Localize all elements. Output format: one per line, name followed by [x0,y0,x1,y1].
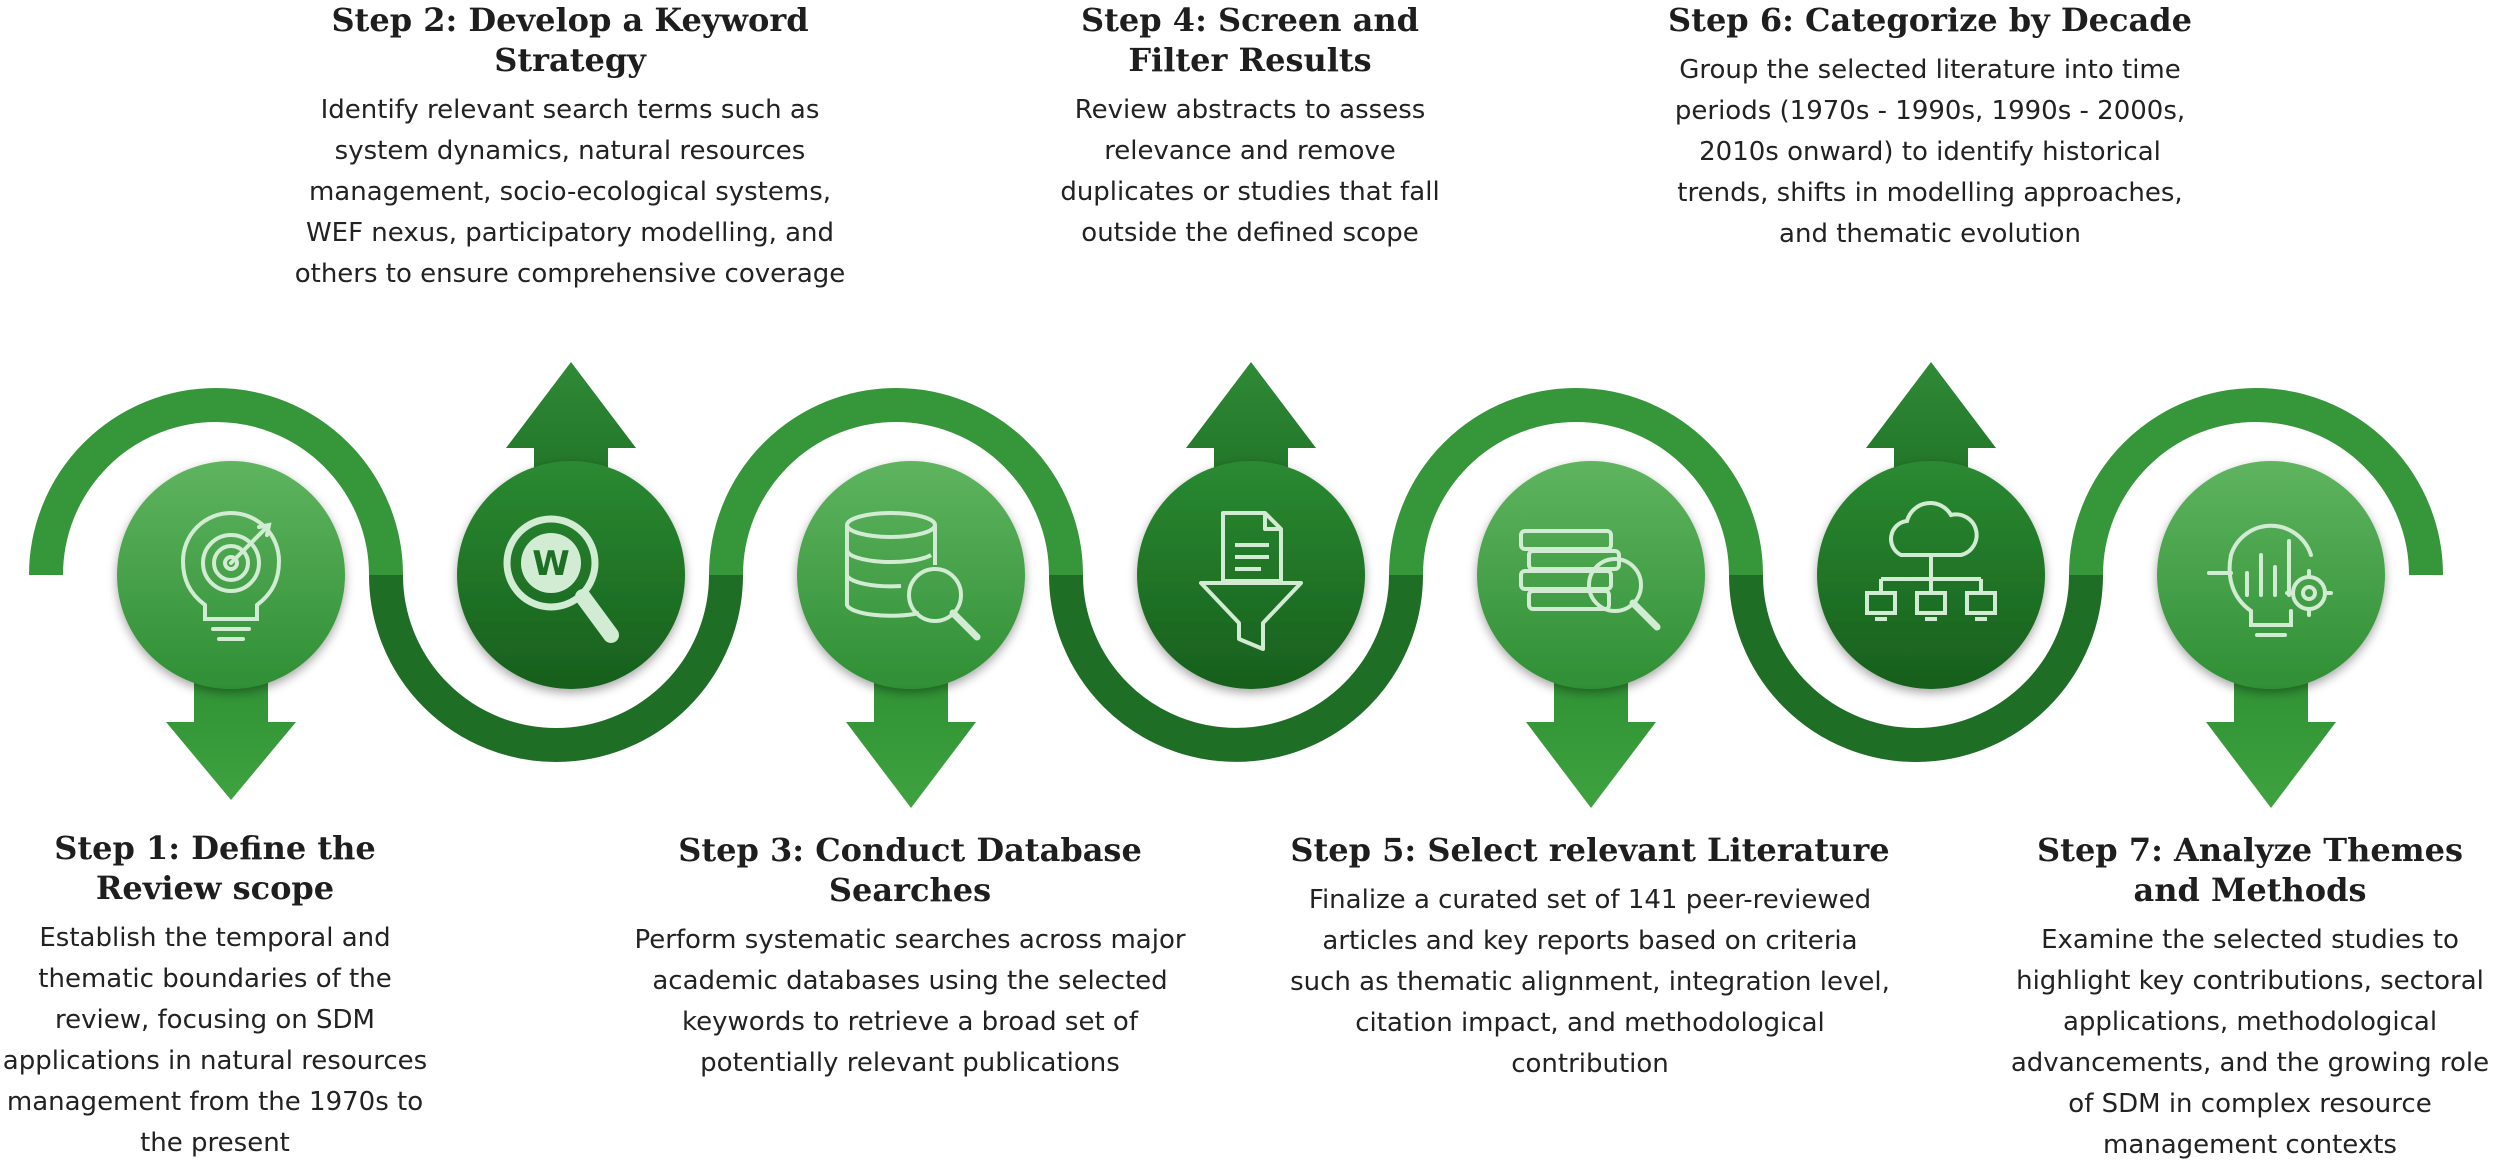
step-3-title: Step 3: Conduct Database Searches [678,831,1142,909]
step-4-description: Review abstracts to assess relevance and… [1060,95,1440,248]
step-4-node [1137,362,1365,689]
step-7-node [2157,461,2385,808]
wave-arc-7 [2069,388,2443,576]
lightbulb-target-icon [180,511,282,641]
books-search-icon [1519,529,1661,631]
step-7-description: Examine the selected studies to highligh… [2010,925,2490,1160]
wave-arc-4 [1049,574,1423,762]
step-6-text: Step 6: Categorize by Decade Group the s… [1650,0,2210,255]
wave-band [29,388,2443,762]
cloud-network-icon [1865,501,1997,621]
step-2-text: Step 2: Develop a Keyword Strategy Ident… [290,0,850,295]
step-7-title: Step 7: Analyze Themes and Methods [2037,831,2463,909]
step-5-node [1477,461,1705,808]
step-3-circle [797,461,1025,689]
svg-text:W: W [532,544,570,584]
document-funnel-icon [1199,511,1303,651]
step-2-description: Identify relevant search terms such as s… [294,95,846,289]
lightbulb-chart-gear-icon [2207,523,2333,637]
step-3-text: Step 3: Conduct Database Searches Perfor… [630,830,1190,1084]
step-5-text: Step 5: Select relevant Literature Final… [1290,830,1890,1085]
step-7-text: Step 7: Analyze Themes and Methods Exami… [2000,830,2500,1166]
step-4-circle [1137,461,1365,689]
wave-arc-6 [1729,574,2103,762]
step-1-text: Step 1: Define the Review scope Establis… [0,828,430,1164]
wave-arc-2 [369,574,743,762]
step-6-title: Step 6: Categorize by Decade [1668,1,2192,39]
step-1-node [117,461,345,800]
step-5-description: Finalize a curated set of 141 peer-revie… [1290,885,1890,1079]
step-1-circle [117,461,345,689]
step-5-title: Step 5: Select relevant Literature [1290,831,1890,869]
step-6-description: Group the selected literature into time … [1674,55,2186,249]
step-4-text: Step 4: Screen and Filter Results Review… [1050,0,1450,254]
magnifier-w-icon: W [503,515,619,643]
wave-arc-1 [29,388,403,576]
step-2-title: Step 2: Develop a Keyword Strategy [331,1,809,79]
database-search-icon [845,511,981,641]
step-1-title: Step 1: Define the Review scope [54,829,376,907]
step-4-title: Step 4: Screen and Filter Results [1081,1,1419,79]
wave-arc-5 [1389,388,1763,576]
step-2-node: W [457,362,685,689]
wave-arc-3 [709,388,1083,576]
step-3-node [797,461,1025,808]
step-3-description: Perform systematic searches across major… [634,925,1186,1078]
step-6-node [1817,362,2045,689]
step-1-description: Establish the temporal and thematic boun… [2,923,428,1158]
step-7-circle [2157,461,2385,689]
